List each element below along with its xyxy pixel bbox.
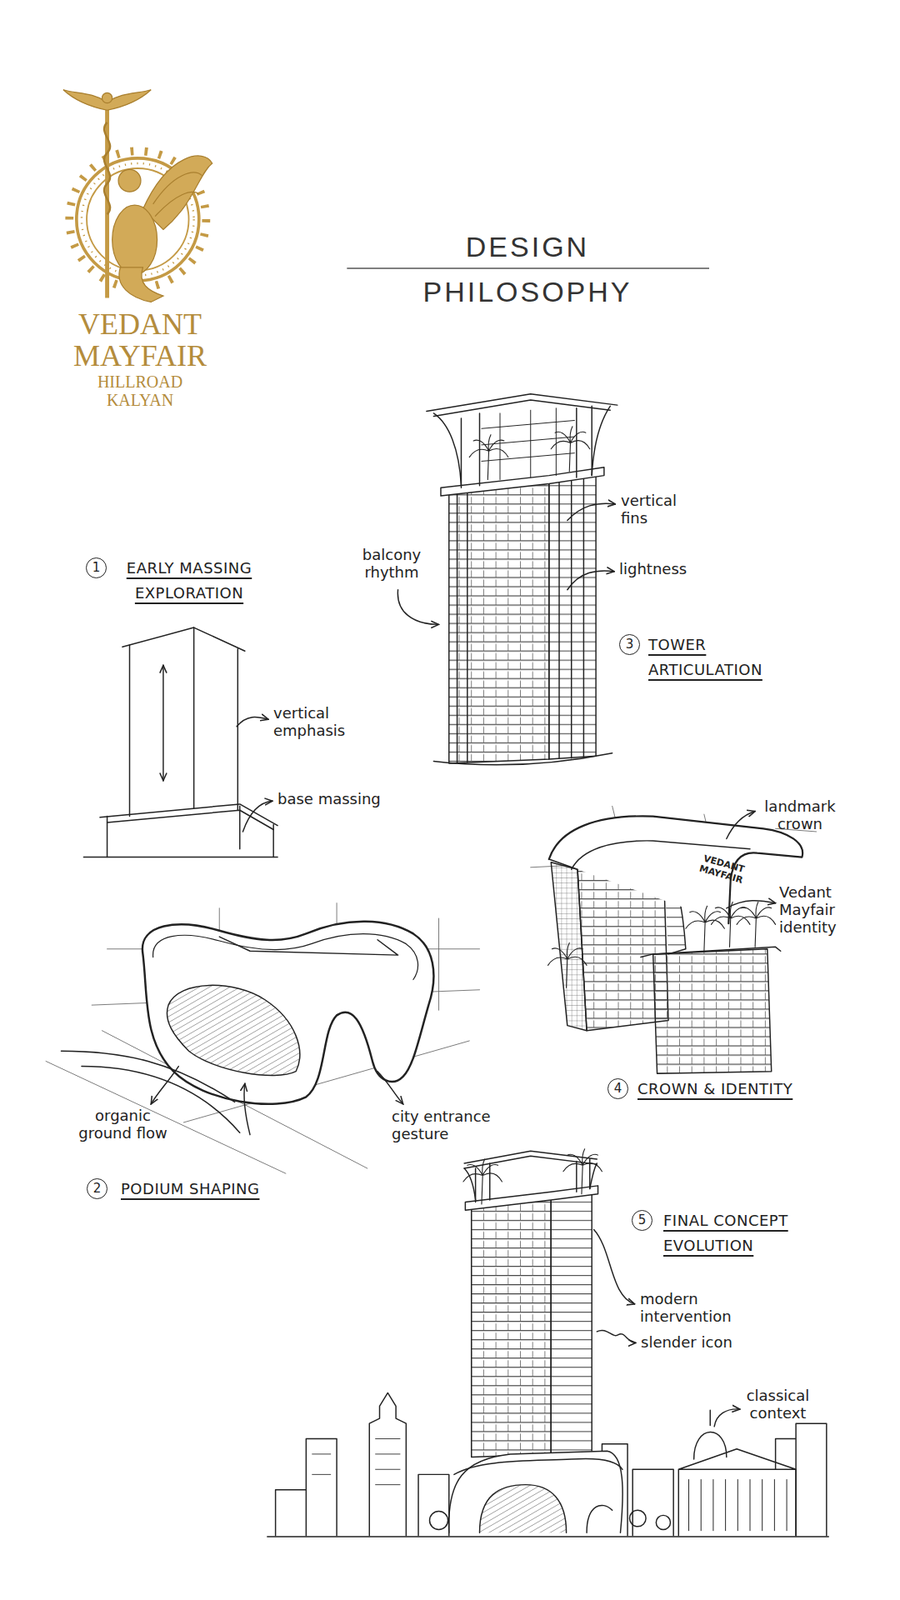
callout-note: slender icon: [640, 1333, 733, 1351]
callout-number: 2: [86, 1178, 108, 1200]
callout-note: landmark crown: [754, 797, 846, 833]
brand-location: HILLROAD KALYAN: [77, 372, 203, 410]
callout-note: city entrance gesture: [391, 1107, 500, 1143]
crown-sketch: [530, 805, 817, 1074]
final-sketch: [267, 1149, 829, 1537]
callout-note: classical context: [738, 1386, 818, 1422]
callout-note: base massing: [277, 790, 381, 808]
callout-number: 3: [619, 634, 640, 655]
step-heading: FINAL CONCEPT EVOLUTION: [663, 1208, 801, 1259]
callout-note: modern intervention: [640, 1290, 736, 1325]
tower-sketch: [397, 394, 617, 765]
callout-note: balcony rhythm: [350, 545, 434, 581]
sheet-title: DESIGN PHILOSOPHY: [394, 224, 661, 315]
callout-note: vertical fins: [620, 491, 696, 527]
brand-name: VEDANT MAYFAIR: [48, 308, 232, 372]
callout-number: 5: [631, 1210, 653, 1231]
callout-note: vertical emphasis: [273, 704, 357, 740]
logo-emblem: [63, 90, 213, 303]
callout-number: 1: [85, 557, 107, 579]
step-heading: CROWN & IDENTITY: [637, 1076, 793, 1102]
step-heading: PODIUM SHAPING: [120, 1176, 260, 1202]
callout-note: lightness: [619, 560, 687, 578]
callout-note: organic ground flow: [75, 1106, 171, 1142]
massing-sketch: [83, 627, 278, 858]
step-heading: TOWER ARTICULATION: [648, 632, 774, 683]
callout-number: 4: [607, 1078, 629, 1100]
callout-note: Vedant Mayfair identity: [779, 883, 863, 936]
title-rule: [346, 267, 710, 269]
step-heading: EARLY MASSING EXPLORATION: [113, 555, 265, 606]
